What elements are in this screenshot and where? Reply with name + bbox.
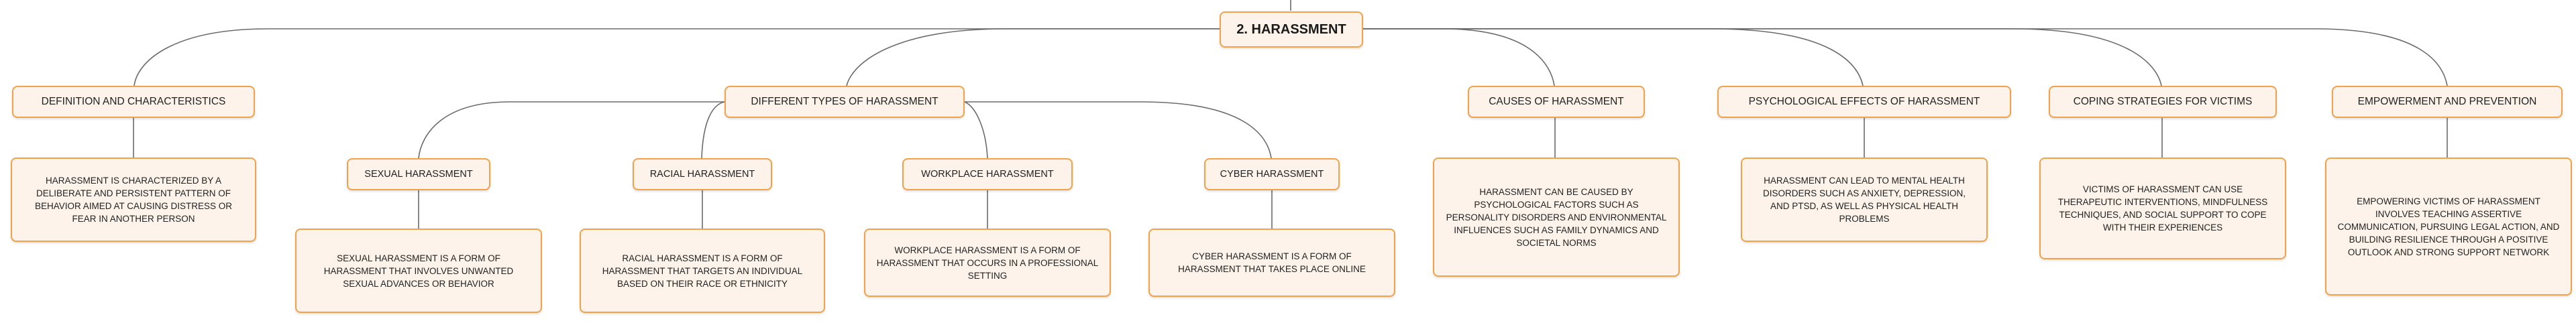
topic-label: EMPOWERMENT AND PREVENTION <box>2357 96 2537 107</box>
topic-label: COPING STRATEGIES FOR VICTIMS <box>2073 96 2253 107</box>
connector-root-definition <box>133 28 1220 86</box>
connector-types-workplace <box>964 101 988 159</box>
description-text: SEXUAL HARASSMENT IS A FORM OF HARASSMEN… <box>323 253 514 289</box>
topic-empowerment[interactable]: EMPOWERMENT AND PREVENTION <box>2332 86 2563 118</box>
topic-coping[interactable]: COPING STRATEGIES FOR VICTIMS <box>2049 86 2277 118</box>
connector-root-types <box>846 28 1220 86</box>
topic-effects[interactable]: PSYCHOLOGICAL EFFECTS OF HARASSMENT <box>1717 86 2011 118</box>
connector-root-coping <box>1363 28 2162 86</box>
connector-root-effects <box>1363 28 1864 86</box>
description-empowerment[interactable]: EMPOWERING VICTIMS OF HARASSMENT INVOLVE… <box>2325 157 2572 296</box>
description-workplace[interactable]: WORKPLACE HARASSMENT IS A FORM OF HARASS… <box>864 229 1111 297</box>
description-racial[interactable]: RACIAL HARASSMENT IS A FORM OF HARASSMEN… <box>580 229 825 313</box>
subtopic-label: CYBER HARASSMENT <box>1220 169 1324 180</box>
description-definition[interactable]: HARASSMENT IS CHARACTERIZED BY A DELIBER… <box>11 157 256 242</box>
connector-types-cyber <box>965 101 1272 159</box>
subtopic-cyber[interactable]: CYBER HARASSMENT <box>1204 158 1340 190</box>
topic-label: DEFINITION AND CHARACTERISTICS <box>41 96 226 107</box>
description-cyber[interactable]: CYBER HARASSMENT IS A FORM OF HARASSMENT… <box>1148 229 1395 297</box>
connector-types-sexual <box>418 101 724 159</box>
description-effects[interactable]: HARASSMENT CAN LEAD TO MENTAL HEALTH DIS… <box>1741 157 1988 242</box>
connector-types-racial <box>701 101 725 159</box>
topic-causes[interactable]: CAUSES OF HARASSMENT <box>1468 86 1645 118</box>
topic-label: CAUSES OF HARASSMENT <box>1489 96 1624 107</box>
description-text: HARASSMENT IS CHARACTERIZED BY A DELIBER… <box>34 176 233 224</box>
subtopic-label: WORKPLACE HARASSMENT <box>921 169 1054 180</box>
connector-root-causes <box>1363 28 1555 86</box>
description-text: HARASSMENT CAN BE CAUSED BY PSYCHOLOGICA… <box>1446 186 1667 248</box>
description-text: RACIAL HARASSMENT IS A FORM OF HARASSMEN… <box>602 253 803 289</box>
subtopic-workplace[interactable]: WORKPLACE HARASSMENT <box>902 158 1073 190</box>
description-text: EMPOWERING VICTIMS OF HARASSMENT INVOLVE… <box>2337 196 2560 257</box>
description-text: VICTIMS OF HARASSMENT CAN USE THERAPEUTI… <box>2057 184 2268 233</box>
root-node[interactable]: 2. HARASSMENT <box>1220 11 1363 48</box>
subtopic-sexual[interactable]: SEXUAL HARASSMENT <box>347 158 490 190</box>
description-text: CYBER HARASSMENT IS A FORM OF HARASSMENT… <box>1178 251 1366 274</box>
description-sexual[interactable]: SEXUAL HARASSMENT IS A FORM OF HARASSMEN… <box>295 229 542 313</box>
root-label: 2. HARASSMENT <box>1236 21 1346 37</box>
description-causes[interactable]: HARASSMENT CAN BE CAUSED BY PSYCHOLOGICA… <box>1433 157 1680 277</box>
connector-root-empowerment <box>1363 28 2448 86</box>
topic-label: PSYCHOLOGICAL EFFECTS OF HARASSMENT <box>1748 96 1980 107</box>
subtopic-label: RACIAL HARASSMENT <box>649 169 755 180</box>
subtopic-label: SEXUAL HARASSMENT <box>364 169 473 180</box>
topic-label: DIFFERENT TYPES OF HARASSMENT <box>751 96 938 107</box>
description-text: WORKPLACE HARASSMENT IS A FORM OF HARASS… <box>876 245 1099 281</box>
topic-types[interactable]: DIFFERENT TYPES OF HARASSMENT <box>724 86 965 118</box>
description-text: HARASSMENT CAN LEAD TO MENTAL HEALTH DIS… <box>1762 176 1966 224</box>
subtopic-racial[interactable]: RACIAL HARASSMENT <box>633 158 772 190</box>
description-coping[interactable]: VICTIMS OF HARASSMENT CAN USE THERAPEUTI… <box>2039 157 2286 259</box>
topic-definition[interactable]: DEFINITION AND CHARACTERISTICS <box>12 86 255 118</box>
